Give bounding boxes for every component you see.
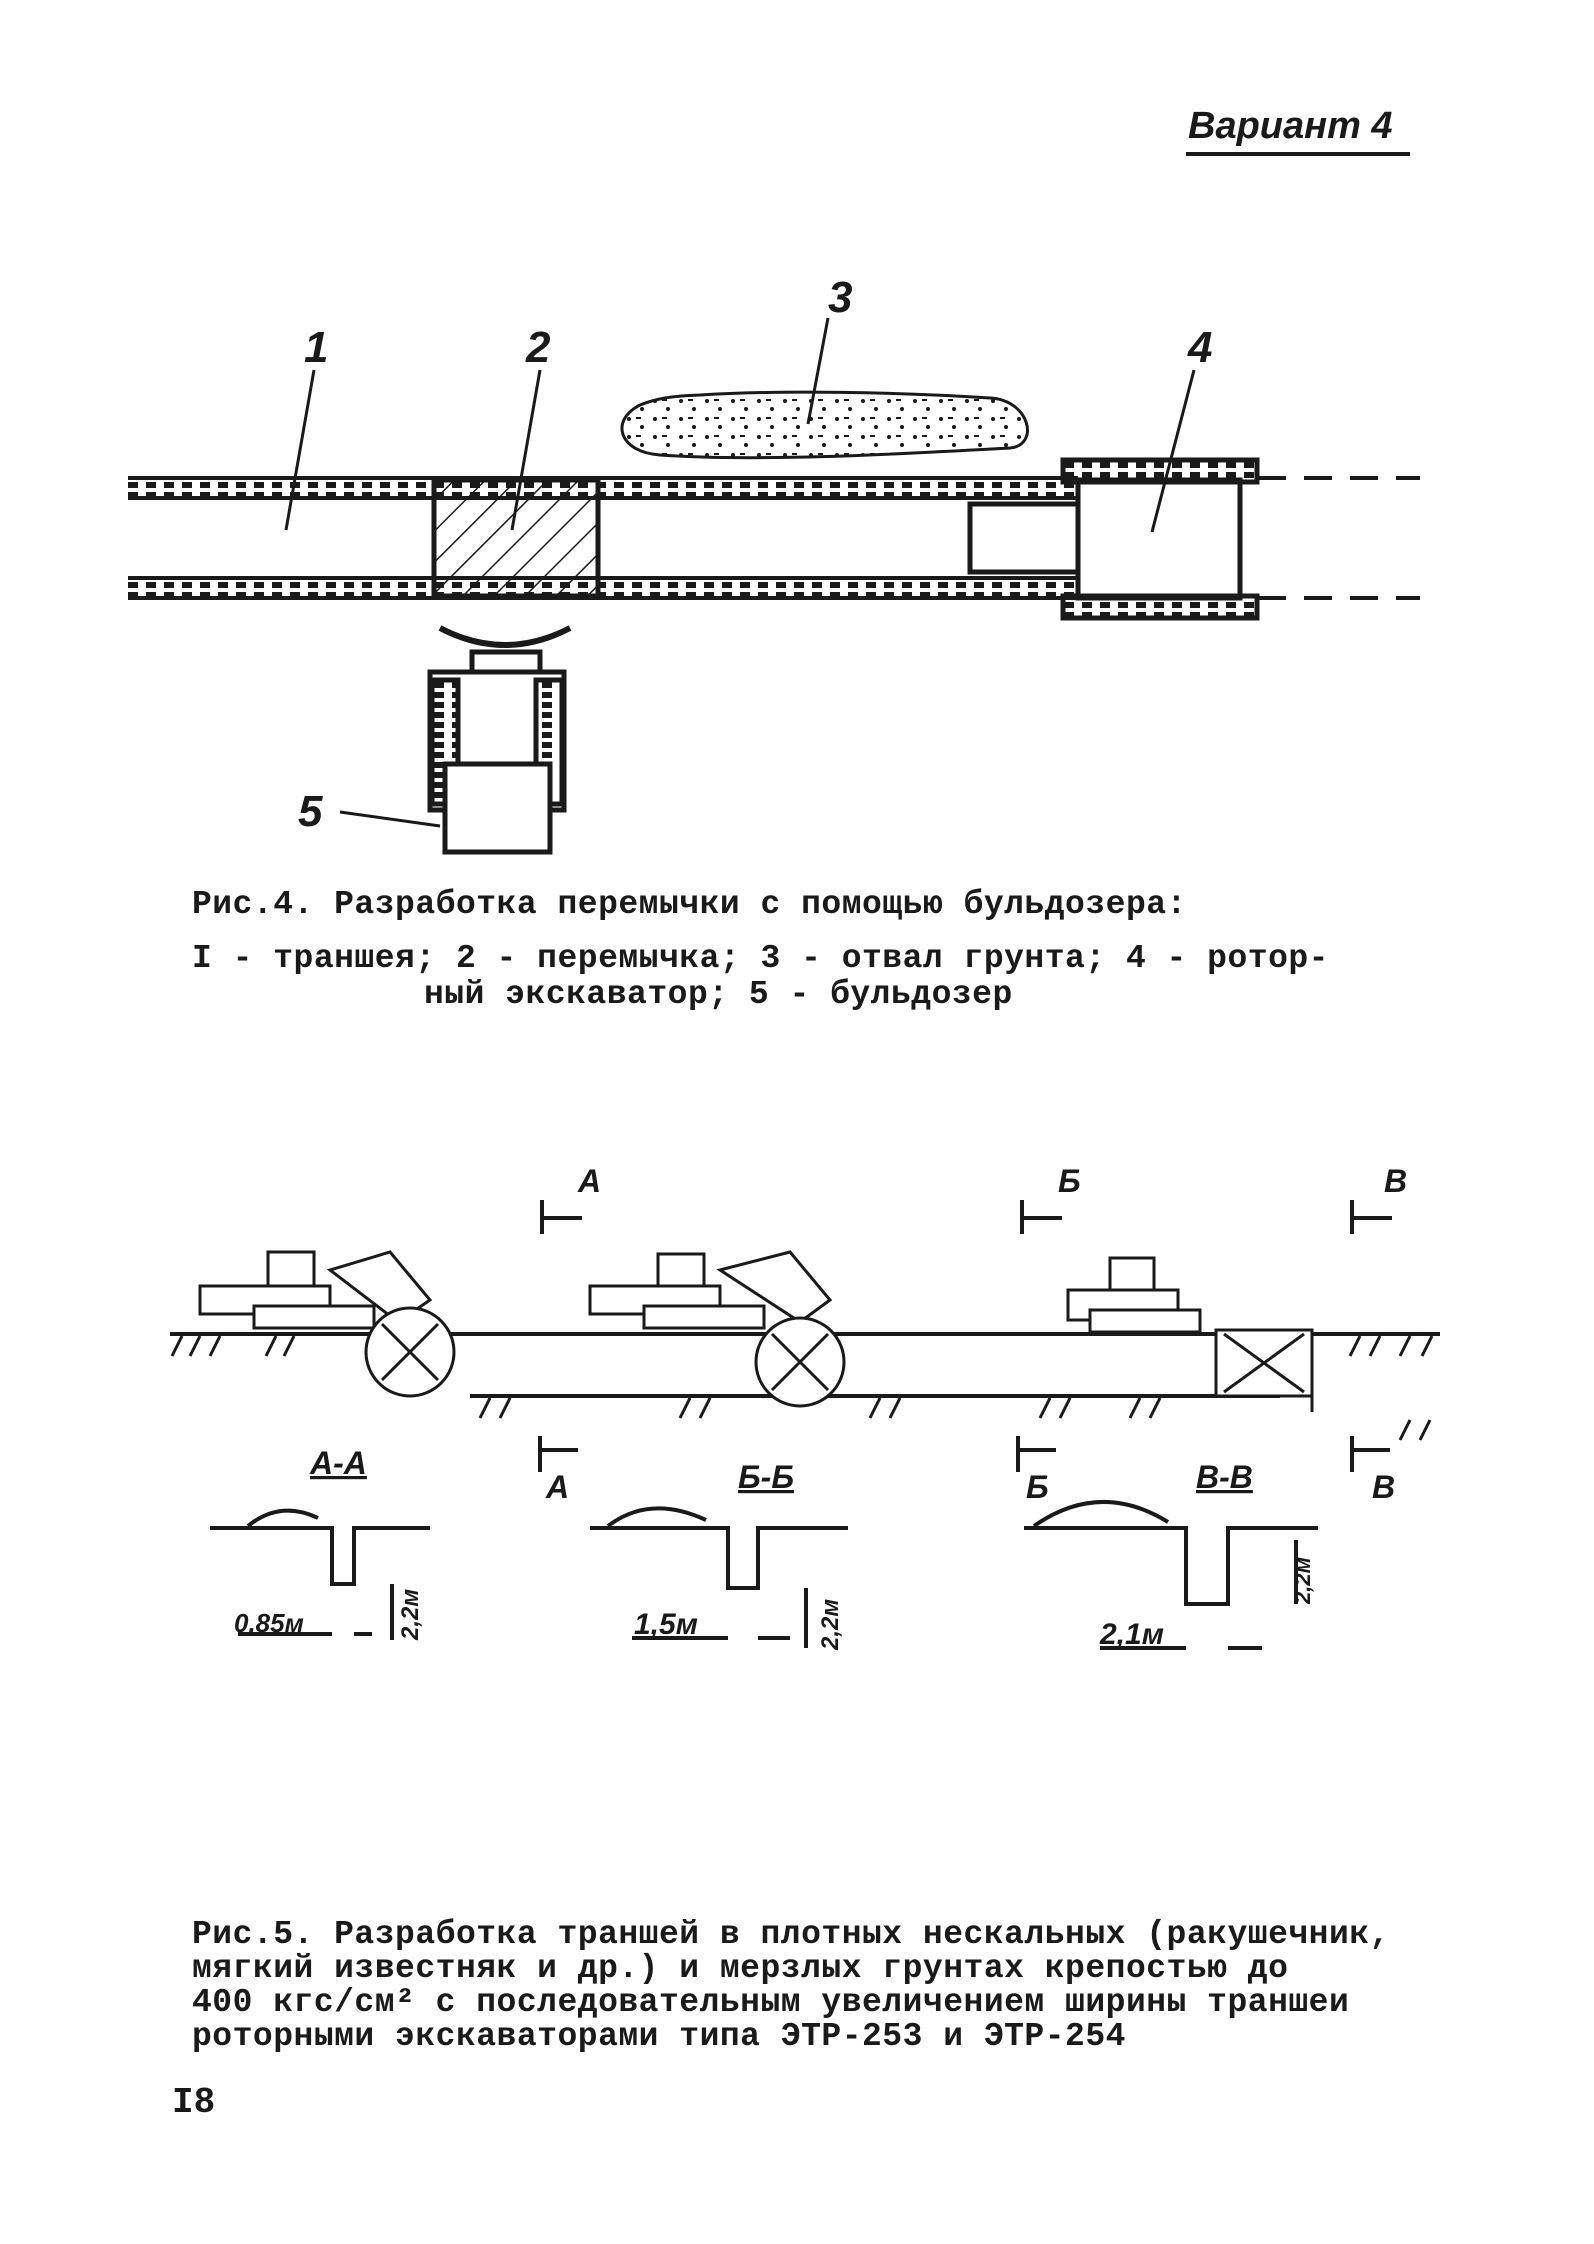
trench-continuation-dashed xyxy=(1258,476,1420,600)
section-mark-a-bottom: А xyxy=(545,1469,569,1505)
figure-5-caption-line-1: Рис.5. Разработка траншей в плотных неск… xyxy=(192,1916,1390,1953)
callout-4: 4 xyxy=(1187,323,1212,372)
ground-hatching xyxy=(170,1335,1434,1441)
excavator-1 xyxy=(198,1250,456,1398)
depth-label-b: 2,2м xyxy=(817,1599,844,1651)
width-label-b: 1,5м xyxy=(634,1608,698,1641)
page-number: I8 xyxy=(172,2082,216,2123)
excavator-2 xyxy=(588,1250,846,1408)
figure-5-caption-line-3: 400 кгс/см² с последовательным увеличени… xyxy=(192,1984,1350,2021)
figure-4-caption-title: Рис.4. Разработка перемычки с помощью бу… xyxy=(192,886,1187,923)
cross-section-b xyxy=(590,1506,848,1648)
callout-5: 5 xyxy=(298,787,323,836)
callout-1: 1 xyxy=(304,323,328,372)
trench-walls xyxy=(128,476,1078,600)
depth-label-v: 2,2м xyxy=(1290,1557,1315,1605)
figure-5-caption-line-4: роторными экскаваторами типа ЭТР-253 и Э… xyxy=(192,2018,1126,2055)
depth-label-a: 2,2м xyxy=(397,1589,424,1641)
callout-leaders xyxy=(284,317,1196,828)
width-label-v: 2,1м xyxy=(1099,1618,1164,1651)
section-title-a: А-А xyxy=(309,1445,367,1481)
figure-4-caption-legend-line-2: ный экскаватор; 5 - бульдозер xyxy=(424,976,1013,1013)
figure-5-caption-line-2: мягкий известняк и др.) и мерзлых грунта… xyxy=(192,1950,1289,1987)
variant-underline xyxy=(1186,152,1410,156)
section-title-b: Б-Б xyxy=(738,1459,794,1495)
cross-section-v xyxy=(1024,1499,1318,1650)
section-mark-a-top: А xyxy=(577,1163,601,1199)
section-mark-b-top: Б xyxy=(1058,1163,1081,1199)
figure-4-caption-legend-line-1: I - траншея; 2 - перемычка; 3 - отвал гр… xyxy=(192,940,1329,977)
section-title-v: В-В xyxy=(1196,1459,1253,1495)
callout-2: 2 xyxy=(525,323,551,372)
section-marks xyxy=(538,1200,1392,1472)
section-mark-v-bottom: В xyxy=(1372,1469,1395,1505)
section-mark-v-top: В xyxy=(1384,1163,1407,1199)
excavator-3 xyxy=(1066,1256,1314,1412)
section-mark-b-bottom: Б xyxy=(1026,1469,1049,1505)
width-label-a: 0,85м xyxy=(234,1608,304,1638)
variant-heading: Вариант 4 xyxy=(1188,105,1393,147)
bulldozer-plan xyxy=(427,625,572,855)
cross-section-a xyxy=(210,1508,430,1640)
callout-3: 3 xyxy=(828,273,852,322)
soil-dump xyxy=(620,390,1029,460)
